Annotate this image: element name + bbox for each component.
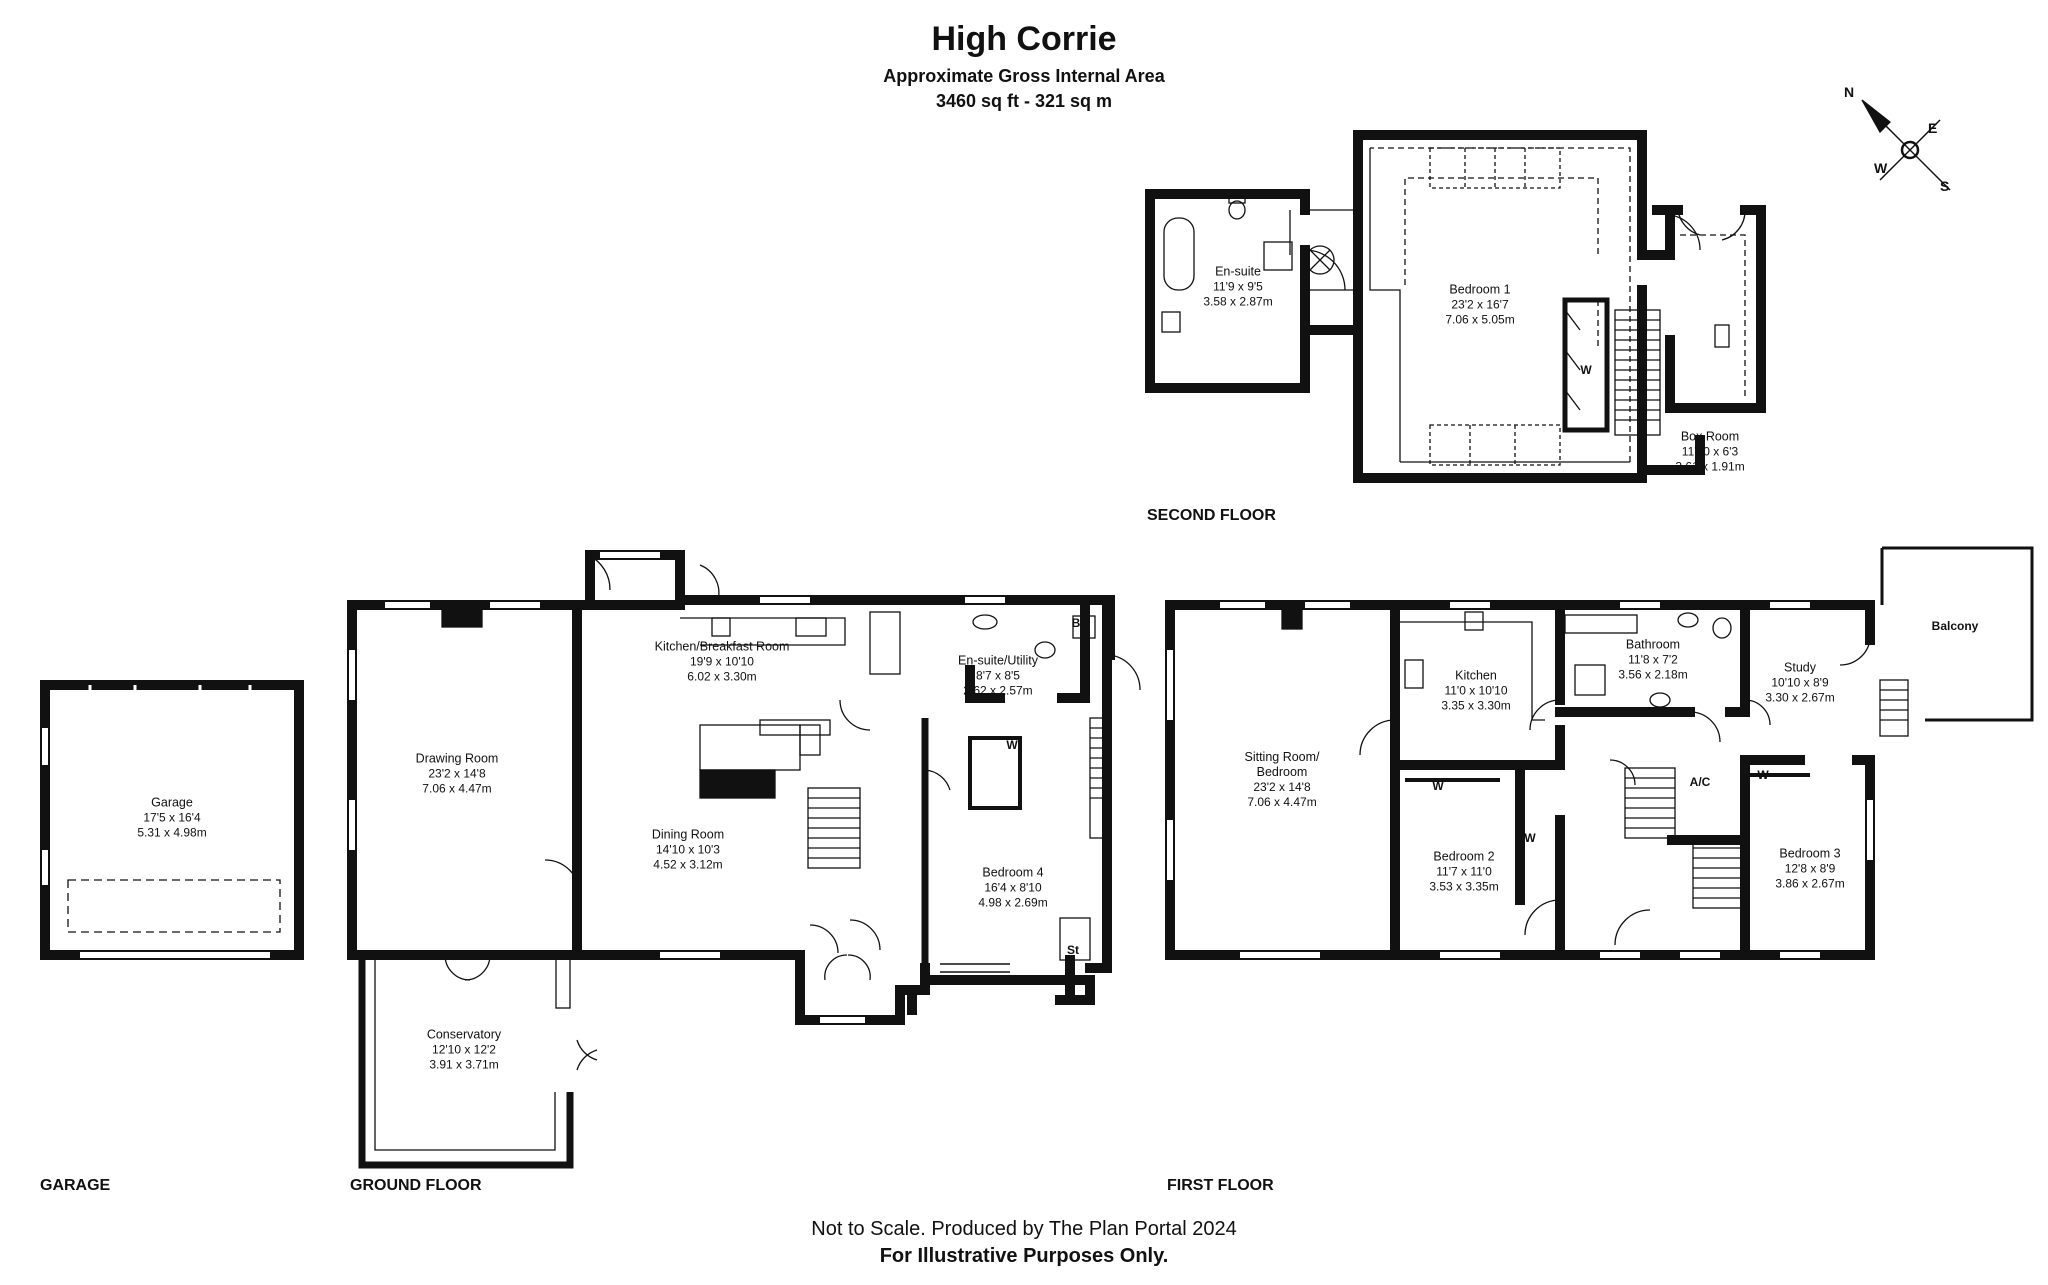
- area-label: Approximate Gross Internal Area: [883, 66, 1165, 86]
- wardrobe-label: W: [1432, 779, 1444, 793]
- room-label-kitchen-breakfast: Kitchen/Breakfast Room 19'9 x 10'10 6.02…: [654, 639, 790, 684]
- store-label: St: [1067, 943, 1079, 957]
- wardrobe-label: W: [1006, 738, 1018, 752]
- room-label-ensuite-second: En-suite 11'9 x 9'5 3.58 x 2.87m: [1203, 264, 1273, 309]
- room-label-sitting-room: Sitting Room/ Bedroom 23'2 x 14'8 7.06 x…: [1244, 750, 1320, 809]
- balcony-label: Balcony: [1931, 619, 1979, 633]
- room-label-bedroom1: Bedroom 1 23'2 x 16'7 7.06 x 5.05m: [1445, 282, 1515, 327]
- second-floor-plan: [1145, 130, 1766, 483]
- compass-e-label: E: [1928, 120, 1938, 136]
- room-label-bedroom3: Bedroom 3 12'8 x 8'9 3.86 x 2.67m: [1775, 846, 1845, 891]
- compass-rose: [1861, 99, 1951, 191]
- floor-label-ground: GROUND FLOOR: [350, 1177, 482, 1194]
- room-label-bedroom4: Bedroom 4 16'4 x 8'10 4.98 x 2.69m: [978, 865, 1048, 910]
- room-label-ensuite-utility: En-suite/Utility 8'7 x 8'5 2.62 x 2.57m: [958, 653, 1038, 698]
- floor-label-first: FIRST FLOOR: [1167, 1177, 1274, 1194]
- compass-n-label: N: [1844, 84, 1855, 100]
- wardrobe-label: W: [1580, 363, 1592, 377]
- airing-cupboard-label: A/C: [1689, 775, 1711, 789]
- room-label-conservatory: Conservatory 12'10 x 12'2 3.91 x 3.71m: [426, 1027, 502, 1072]
- room-label-study: Study 10'10 x 8'9 3.30 x 2.67m: [1765, 660, 1835, 705]
- room-label-drawing-room: Drawing Room 23'2 x 14'8 7.06 x 4.47m: [415, 751, 499, 796]
- room-label-kitchen: Kitchen 11'0 x 10'10 3.35 x 3.30m: [1441, 668, 1511, 713]
- room-label-boxroom: Box Room 11'10 x 6'3 3.61 x 1.91m: [1675, 429, 1745, 474]
- first-floor-plan: [1165, 546, 2034, 960]
- compass-s-label: S: [1940, 178, 1950, 194]
- room-label-bathroom: Bathroom 11'8 x 7'2 3.56 x 2.18m: [1618, 637, 1688, 682]
- floor-label-garage: GARAGE: [40, 1177, 111, 1194]
- wardrobe-label: W: [1524, 831, 1536, 845]
- footer-illustrative-note: For Illustrative Purposes Only.: [879, 1245, 1169, 1267]
- windows: [349, 552, 1873, 1023]
- room-label-garage: Garage 17'5 x 16'4 5.31 x 4.98m: [137, 795, 207, 840]
- window-frames: [347, 600, 1875, 973]
- wardrobe-label: W: [1757, 768, 1769, 782]
- floor-label-second: SECOND FLOOR: [1147, 507, 1276, 524]
- page-title: High Corrie: [931, 20, 1117, 58]
- area-value: 3460 sq ft - 321 sq m: [935, 91, 1113, 111]
- garage-plan: [40, 680, 304, 960]
- compass-w-label: W: [1874, 160, 1888, 176]
- room-label-bedroom2: Bedroom 2 11'7 x 11'0 3.53 x 3.35m: [1429, 849, 1499, 894]
- room-label-dining-room: Dining Room 14'10 x 10'3 4.52 x 3.12m: [651, 827, 725, 872]
- footer-disclaimer: Not to Scale. Produced by The Plan Porta…: [811, 1218, 1237, 1240]
- boiler-label: B: [1071, 616, 1081, 630]
